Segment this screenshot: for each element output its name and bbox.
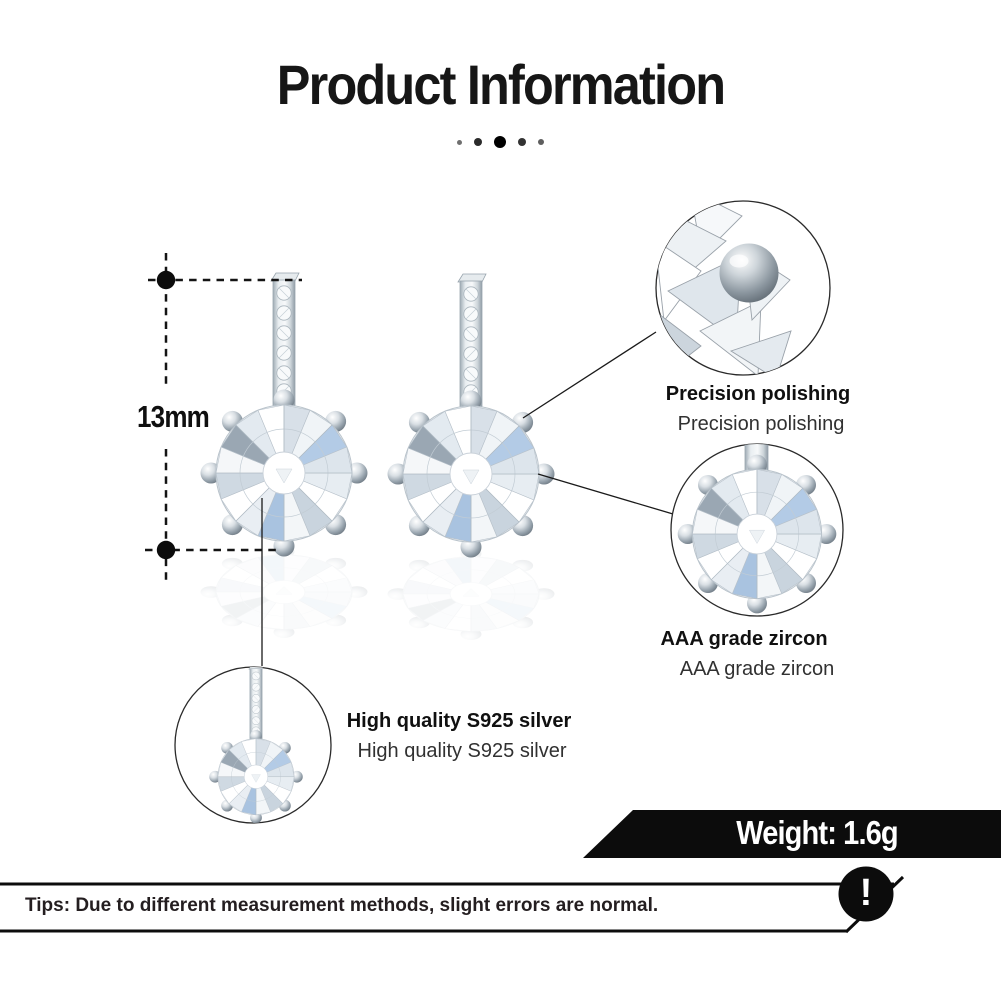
callout-subtitle-precision: Precision polishing [677, 413, 845, 435]
reflection-ghosts [200, 545, 555, 641]
decoration-dot [538, 139, 544, 145]
callout-circle-silver [174, 666, 332, 824]
callout-circle-precision [655, 200, 831, 376]
tips-bar [0, 866, 905, 934]
measurement-dot-top [156, 270, 176, 290]
decoration-dot [494, 136, 506, 148]
earring-left-image [201, 273, 368, 557]
tips-text: Tips: Due to different measurement metho… [25, 895, 659, 916]
callout-title-zircon: AAA grade zircon [660, 628, 828, 650]
callout-circle-zircon [670, 443, 844, 617]
callout-connector-lines [261, 331, 674, 666]
decoration-dot [474, 138, 482, 146]
earring-right-image [388, 274, 555, 558]
callout-title-silver: High quality S925 silver [346, 710, 572, 732]
weight-label: Weight: 1.6g [736, 814, 898, 851]
measurement-label: 13mm [137, 399, 210, 434]
weight-banner [583, 810, 1001, 858]
callout-subtitle-silver: High quality S925 silver [357, 740, 567, 762]
dots-decoration [0, 136, 1001, 148]
measurement-dot-bottom [156, 540, 176, 560]
callout-subtitle-zircon: AAA grade zircon [679, 658, 835, 680]
decoration-dot [518, 138, 526, 146]
exclamation-glyph: ! [859, 872, 873, 914]
decoration-dot [457, 139, 462, 145]
exclamation-icon [838, 866, 894, 922]
page-title: Product Information [276, 53, 726, 116]
callout-title-precision: Precision polishing [665, 383, 851, 405]
measurement-guides [145, 253, 302, 585]
